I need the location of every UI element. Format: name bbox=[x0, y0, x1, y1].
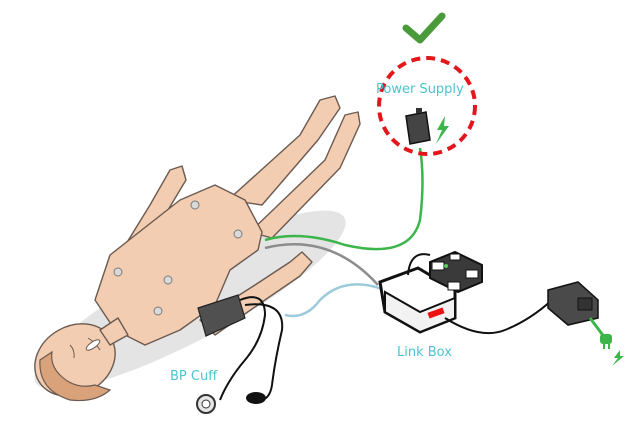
router bbox=[429, 250, 483, 294]
manikin bbox=[34, 95, 361, 397]
router-cable bbox=[407, 253, 431, 276]
external-power-cable bbox=[444, 299, 553, 335]
highlight-ring bbox=[377, 56, 477, 156]
bp-cuff-tubes bbox=[219, 296, 284, 401]
bp-cuff-label: BP Cuff bbox=[170, 369, 218, 384]
manikin-hair bbox=[39, 350, 112, 402]
checkmark-icon bbox=[402, 12, 446, 44]
external-power-adapter bbox=[547, 281, 599, 326]
electrode-studs bbox=[113, 200, 243, 316]
bp-gauge bbox=[196, 394, 216, 414]
plug-icon bbox=[600, 334, 612, 349]
bp-cuff bbox=[197, 294, 246, 337]
power-cable bbox=[264, 147, 424, 251]
link-box-label: Link Box bbox=[397, 345, 452, 360]
power-supply-adapter bbox=[405, 108, 431, 145]
manikin-face bbox=[69, 337, 101, 359]
link-box bbox=[378, 266, 457, 334]
power-supply-label: Power Supply bbox=[376, 82, 464, 97]
blue-cable bbox=[284, 283, 386, 318]
lightning-icon-plug bbox=[612, 350, 624, 366]
gray-cable bbox=[264, 243, 379, 286]
bp-bulb bbox=[246, 392, 266, 404]
lightning-icon bbox=[436, 116, 449, 144]
